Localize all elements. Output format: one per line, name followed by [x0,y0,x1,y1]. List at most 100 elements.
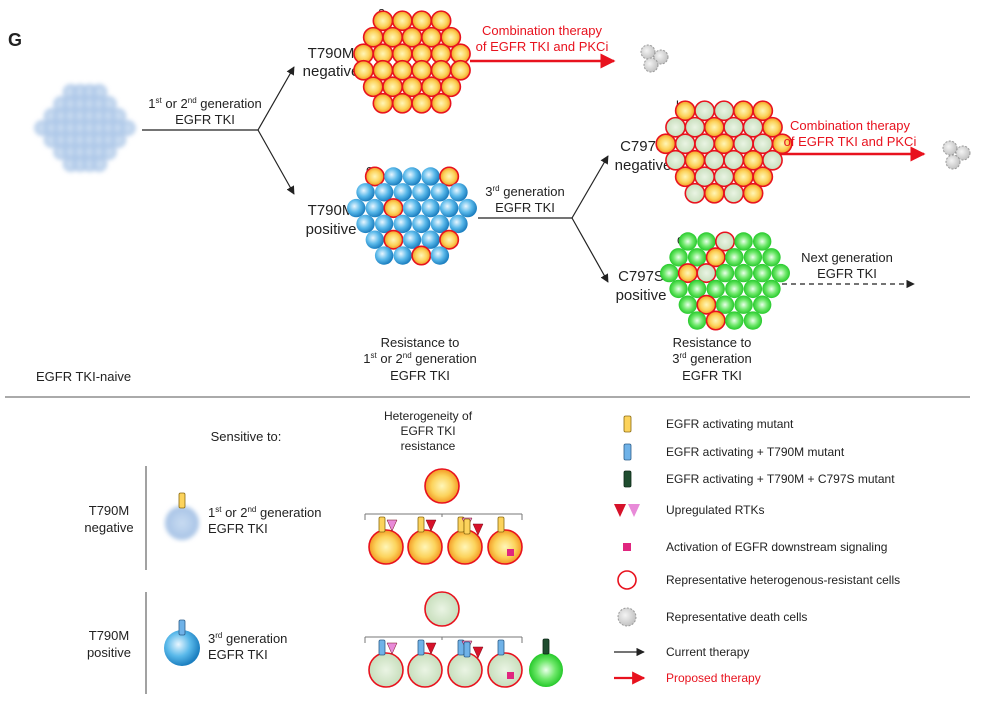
naive-cell [119,120,136,136]
green-cell [669,279,688,299]
c797s-pos-label-1: C797S [618,268,664,285]
green-cell [669,248,688,267]
row-neg-label-1: T790M [89,503,129,518]
sensitive-to-label: Sensitive to: [211,429,282,444]
green-cell [529,653,563,687]
legend-label-6: Representative death cells [666,610,807,624]
first-line-drug-label: 1st or 2nd generation [148,96,261,111]
orange-cell [368,529,404,565]
panel-label: G [8,30,22,50]
pale-resistant-cell [762,149,783,171]
rtk-triangle-icon [386,642,398,655]
orange-cell [447,529,483,565]
blue-cell [374,246,394,265]
orange-cell [450,59,471,81]
cluster-d-green-cells [660,231,790,331]
arrow-to-t790m-neg [257,66,295,131]
resistance-3-l2: 3rd generation [672,351,751,366]
green-cell [743,311,763,330]
pale-resistant-cell [714,231,735,252]
resistance-3-l1: Resistance to [673,335,752,350]
receptor-icon [378,516,386,533]
t790m-pos-label-1: T790M [308,202,355,219]
heterogenous-cell-icon [617,570,637,590]
resistance-3-l3: EGFR TKI [682,368,742,383]
receptor-icon [417,516,425,533]
orange-cell [705,247,726,268]
arrow-to-c797s-neg [571,155,609,219]
third-gen-drug-label: 3rd generation [485,184,564,199]
receptor-icon [378,639,386,656]
pale-resistant-cell [723,182,745,204]
egfr-activating-receptor-icon [178,492,186,509]
orange-cell [407,529,443,565]
combo-label-1a: Combination therapy [482,23,602,38]
row-neg-label-2: negative [84,520,133,535]
green-cell [762,248,781,267]
blue-cell [412,183,431,202]
rtk-triangle-icon [472,646,484,659]
green-cell [725,279,744,299]
orange-cell [411,92,433,114]
pale-resistant-cell [424,591,460,627]
c797s-receptor-icon [542,638,550,655]
receptor-icon [417,639,425,656]
cluster-b-mixed-cells [655,100,793,204]
heterogeneity-tree-pos [364,591,563,688]
green-cell [715,263,735,283]
death-cell [640,44,656,60]
orange-cell [411,245,432,266]
blue-cell [356,183,375,202]
orange-cell [703,182,725,204]
legend-label-3: Upregulated RTKs [666,503,765,517]
green-cell [678,232,698,251]
combo-label-2a: Combination therapy [790,118,910,133]
green-cell [725,311,744,330]
blue-cell [402,198,422,218]
death-cell [643,57,659,73]
orange-cell [424,468,460,504]
row-pos-label-2: positive [87,645,131,660]
blue-cell [421,230,440,249]
downstream-signal-icon [623,543,631,551]
green-cell [687,279,707,299]
blue-cell [384,167,403,186]
green-cell [660,263,679,283]
receptor-icon [463,641,471,658]
blue-cell [449,214,468,234]
naive-cell [91,156,108,172]
receptor-icon [463,518,471,535]
receptor-icon [497,639,505,656]
combo-label-2b: of EGFR TKI and PKCi [784,134,917,149]
orange-cell [762,116,783,138]
blue-cell [402,230,422,249]
orange-cell [430,92,452,114]
row-pos-drug-1: 3rd generation [208,631,287,646]
green-cell [762,279,781,299]
green-cell [734,263,753,283]
orange-cell [742,182,764,204]
rtk-triangle-icon [472,523,484,536]
row-neg-drug-1: 1st or 2nd generation [208,505,321,520]
blue-cell [393,183,412,202]
legend-label-2: EGFR activating + T790M + C797S mutant [666,472,895,486]
green-cell [771,263,790,283]
blue-cell [449,183,468,202]
legend-label-1: EGFR activating + T790M mutant [666,445,845,459]
legend-label-8: Proposed therapy [666,671,761,685]
death-cell [942,140,958,156]
blue-cell [356,214,375,234]
legend-label-4: Activation of EGFR downstream signaling [666,540,887,554]
legend-label-5: Representative heterogenous-resistant ce… [666,573,900,587]
death-cells-1 [640,44,669,73]
blue-cell [393,214,412,234]
green-cell [734,232,753,251]
orange-cell [440,26,462,48]
naive-cell [110,132,127,148]
heterogeneity-tree-neg [364,468,523,565]
first-line-drug-label-2: EGFR TKI [175,112,235,127]
green-cell [734,295,753,314]
blue-cell [439,198,459,218]
naive-cell [91,84,108,100]
